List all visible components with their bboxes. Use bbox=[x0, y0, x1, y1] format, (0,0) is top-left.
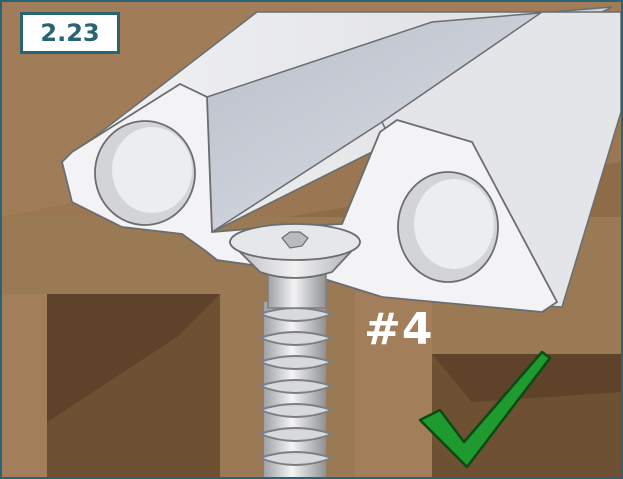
figure-number: 2.23 bbox=[40, 19, 100, 47]
rail-tube-left-inner bbox=[112, 127, 192, 213]
wood-post-left bbox=[2, 294, 47, 477]
checkmark-icon bbox=[418, 350, 552, 469]
figure-number-badge: 2.23 bbox=[20, 12, 120, 54]
wood-post-middle bbox=[355, 292, 432, 477]
screw bbox=[228, 223, 362, 477]
rail-tube-right-inner bbox=[414, 179, 494, 269]
screw-size-label: #4 bbox=[364, 304, 434, 355]
wood-cavity-left-inner bbox=[47, 294, 220, 422]
